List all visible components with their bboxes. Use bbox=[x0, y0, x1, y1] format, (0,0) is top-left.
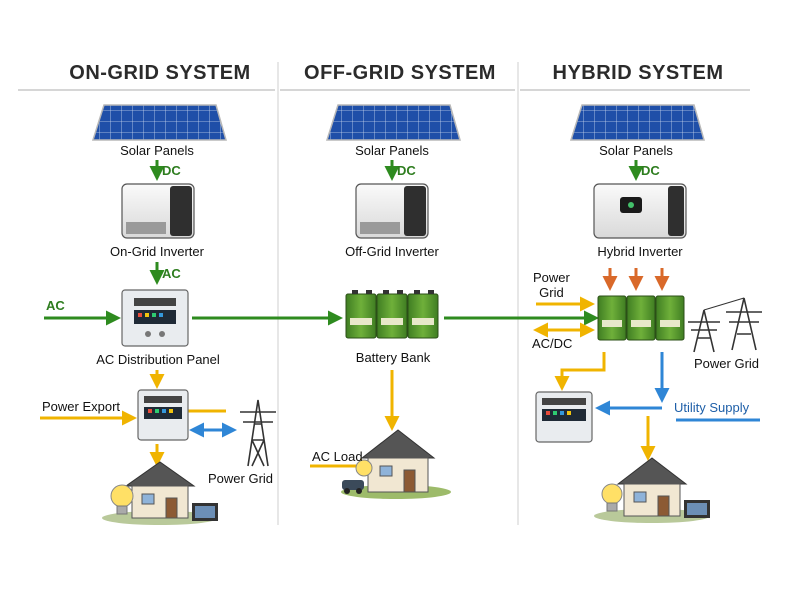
meter-panel-hybrid bbox=[535, 391, 593, 443]
battery-bank-hybrid bbox=[597, 295, 685, 341]
label-solar-panels-on-grid: Solar Panels bbox=[120, 143, 194, 158]
computer-icon-hybrid bbox=[684, 500, 710, 518]
title-on-grid: ON-GRID SYSTEM bbox=[69, 62, 251, 84]
solar-panel-on-grid bbox=[91, 104, 227, 141]
solar-panel-off-grid bbox=[325, 104, 461, 141]
house-off-grid bbox=[341, 429, 451, 499]
label-power-grid-hybrid-input: Power Grid bbox=[533, 270, 570, 300]
label-dc-on-grid: DC bbox=[162, 163, 181, 178]
label-ac-load: AC Load bbox=[312, 449, 363, 464]
label-utility-supply: Utility Supply bbox=[674, 400, 750, 415]
light-bulb-icon-on-grid bbox=[110, 484, 134, 515]
label-ac-on-grid: AC bbox=[162, 266, 181, 281]
battery-bank-off-grid bbox=[345, 290, 439, 339]
house-hybrid bbox=[594, 457, 710, 523]
ac-distribution-panel bbox=[121, 289, 189, 347]
power-grid-towers-hybrid bbox=[688, 297, 762, 353]
light-bulb-icon-hybrid bbox=[601, 483, 623, 512]
label-ac-input: AC bbox=[46, 298, 65, 313]
label-dc-hybrid: DC bbox=[641, 163, 660, 178]
house-on-grid bbox=[102, 461, 218, 525]
solar-panel-hybrid bbox=[569, 104, 705, 141]
light-bulb-icon-off-grid bbox=[355, 459, 373, 477]
title-hybrid: HYBRID SYSTEM bbox=[552, 62, 724, 84]
label-ac-dc: AC/DC bbox=[532, 336, 573, 351]
on-grid-inverter bbox=[121, 183, 195, 239]
label-hybrid-inverter: Hybrid Inverter bbox=[597, 244, 683, 259]
label-off-grid-inverter: Off-Grid Inverter bbox=[345, 244, 439, 259]
label-ac-distribution-panel: AC Distribution Panel bbox=[96, 352, 220, 367]
computer-icon-on-grid bbox=[192, 503, 218, 521]
label-solar-panels-hybrid: Solar Panels bbox=[599, 143, 673, 158]
label-dc-off-grid: DC bbox=[397, 163, 416, 178]
label-battery-bank: Battery Bank bbox=[355, 350, 431, 365]
label-solar-panels-off-grid: Solar Panels bbox=[355, 143, 429, 158]
label-on-grid-inverter: On-Grid Inverter bbox=[110, 244, 204, 259]
hybrid-inverter bbox=[593, 183, 687, 239]
off-grid-inverter bbox=[355, 183, 429, 239]
label-power-grid-on-grid: Power Grid bbox=[208, 471, 274, 486]
label-power-export: Power Export bbox=[42, 399, 121, 414]
hybrid-to-load-yellow bbox=[554, 352, 606, 391]
power-grid-tower-on-grid bbox=[240, 399, 276, 467]
meter-panel-on-grid bbox=[137, 389, 189, 441]
car-icon-off-grid bbox=[342, 480, 364, 494]
label-power-grid-hybrid: Power Grid bbox=[694, 356, 760, 371]
title-off-grid: OFF-GRID SYSTEM bbox=[304, 62, 496, 84]
